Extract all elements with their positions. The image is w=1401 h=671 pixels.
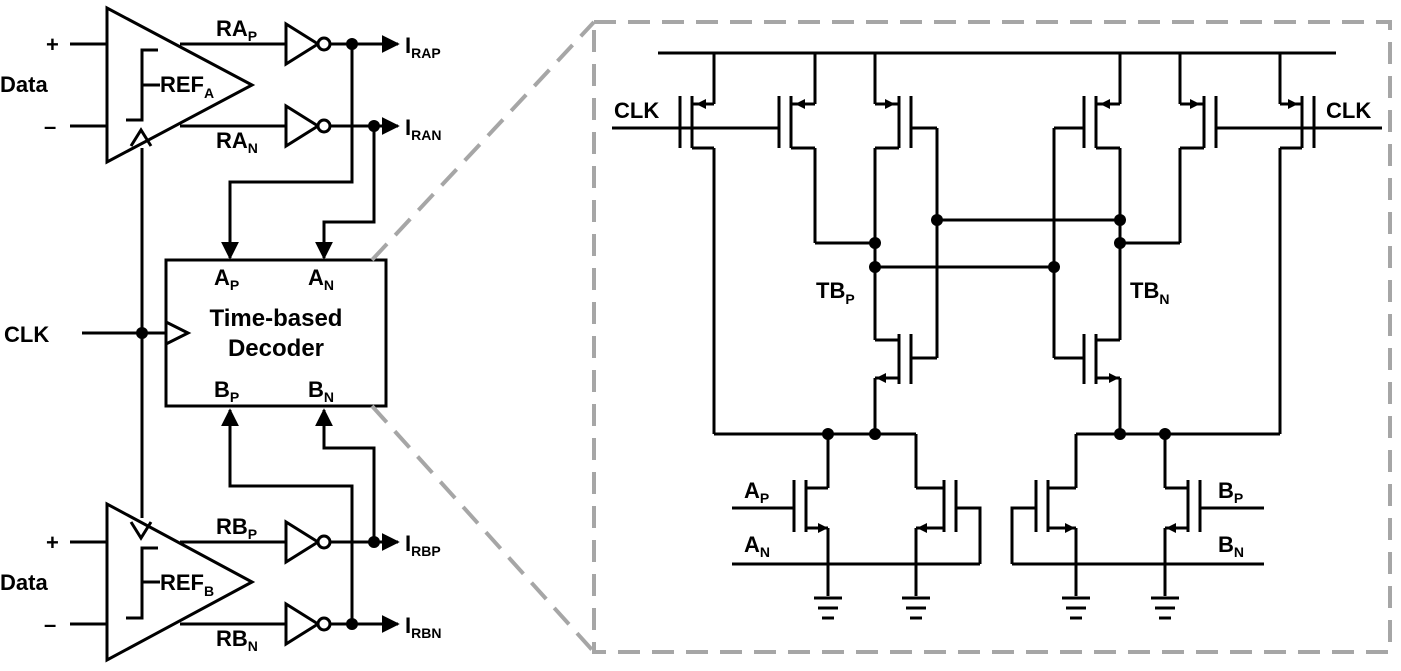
ground-icon <box>902 596 930 620</box>
i-rbn-label: IRBN <box>405 613 441 641</box>
clk-label-right-b: CLK <box>1326 98 1371 123</box>
i-rbp-label: IRBP <box>405 531 441 559</box>
comp-b-minus: – <box>44 612 56 637</box>
ra-p-label: RAP <box>216 16 257 44</box>
ground-icon <box>1062 596 1090 620</box>
comparator-b: + – Data REFB <box>0 501 256 663</box>
inverter-ra-n <box>284 103 332 149</box>
decoder-title-1: Time-based <box>210 305 343 332</box>
ra-n-label: RAN <box>216 128 258 156</box>
zoom-indicator <box>370 20 1392 654</box>
clk-label-left: CLK <box>4 322 49 347</box>
ground-icon <box>1151 596 1179 620</box>
sense-amp-schematic: CLK CLK <box>612 51 1382 620</box>
ap-input-label: AP <box>744 478 769 506</box>
rb-n-label: RBN <box>216 626 258 654</box>
comp-b-data-label: Data <box>0 570 48 595</box>
i-rap-label: IRAP <box>405 33 441 61</box>
inverter-rb-n <box>284 601 332 647</box>
tb-n-label: TBN <box>1130 278 1169 307</box>
decoder-a-p: AP <box>214 265 239 293</box>
comp-a-plus: + <box>46 32 59 57</box>
comp-b-plus: + <box>46 530 59 555</box>
decoder-b-p: BP <box>214 377 239 405</box>
decoder-title-2: Decoder <box>228 335 324 362</box>
inverter-rb-p <box>284 519 332 565</box>
time-based-decoder: AP AN Time-based Decoder BP BN <box>164 258 388 408</box>
rb-p-label: RBP <box>216 514 257 542</box>
inverter-ra-p <box>284 21 332 67</box>
an-input-label: AN <box>744 532 770 560</box>
decoder-a-n: AN <box>308 265 334 293</box>
comp-a-minus: – <box>44 114 56 139</box>
i-ran-label: IRAN <box>405 115 441 143</box>
comparator-a: + – Data REFA <box>0 5 256 165</box>
ref-a-label: REFA <box>160 72 214 101</box>
comp-a-data-label: Data <box>0 72 48 97</box>
tb-p-label: TBP <box>816 278 855 307</box>
decoder-b-n: BN <box>308 377 334 405</box>
clk-label-right-a: CLK <box>614 98 659 123</box>
bn-input-label: BN <box>1218 532 1244 560</box>
ground-icon <box>814 596 842 620</box>
bp-input-label: BP <box>1218 478 1243 506</box>
ref-b-label: REFB <box>160 570 214 599</box>
